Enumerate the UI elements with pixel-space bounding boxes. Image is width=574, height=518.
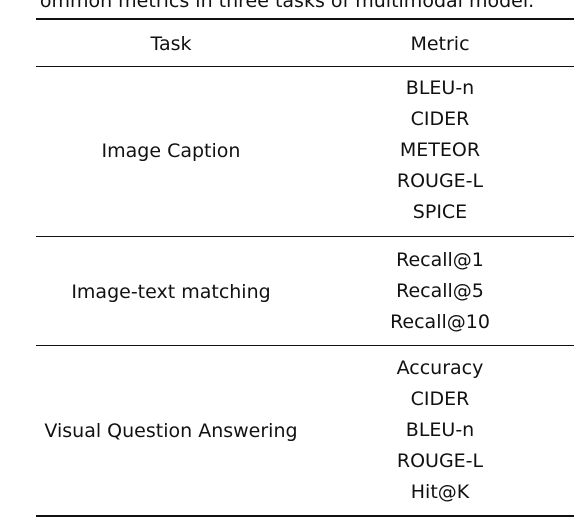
metric-cell: CIDER	[410, 388, 470, 410]
group-rule	[36, 236, 574, 237]
table-group-image-text-matching: Image-text matching Recall@1 Recall@5 Re…	[36, 245, 574, 338]
task-cell: Visual Question Answering	[44, 419, 298, 442]
group-rule	[36, 345, 574, 346]
task-cell: Image Caption	[101, 139, 241, 162]
bottom-rule	[36, 515, 574, 517]
table-caption: ommon metrics in three tasks of multimod…	[39, 0, 535, 12]
metric-cell: Hit@K	[410, 481, 470, 503]
metric-cell: Recall@5	[396, 280, 484, 302]
table-group-vqa: Visual Question Answering Accuracy CIDER…	[36, 353, 574, 508]
header-metric: Metric	[410, 33, 470, 55]
metric-cell: SPICE	[412, 201, 468, 223]
metric-cell: ROUGE-L	[396, 450, 484, 472]
metric-cell: Recall@1	[396, 249, 484, 271]
metric-list: BLEU-n CIDER METEOR ROUGE-L SPICE	[306, 73, 574, 228]
metric-cell: CIDER	[410, 108, 470, 130]
metric-list: Accuracy CIDER BLEU-n ROUGE-L Hit@K	[306, 353, 574, 508]
header-rule	[36, 66, 574, 67]
metric-list: Recall@1 Recall@5 Recall@10	[306, 245, 574, 338]
metric-cell: Accuracy	[396, 357, 484, 379]
metric-cell: Recall@10	[390, 311, 490, 333]
metric-cell: METEOR	[399, 139, 481, 161]
task-cell: Image-text matching	[71, 280, 271, 303]
metric-cell: ROUGE-L	[396, 170, 484, 192]
table-group-image-caption: Image Caption BLEU-n CIDER METEOR ROUGE-…	[36, 73, 574, 228]
metric-cell: BLEU-n	[405, 419, 475, 441]
header-task: Task	[150, 33, 192, 55]
top-rule	[36, 18, 574, 20]
metric-cell: BLEU-n	[405, 77, 475, 99]
